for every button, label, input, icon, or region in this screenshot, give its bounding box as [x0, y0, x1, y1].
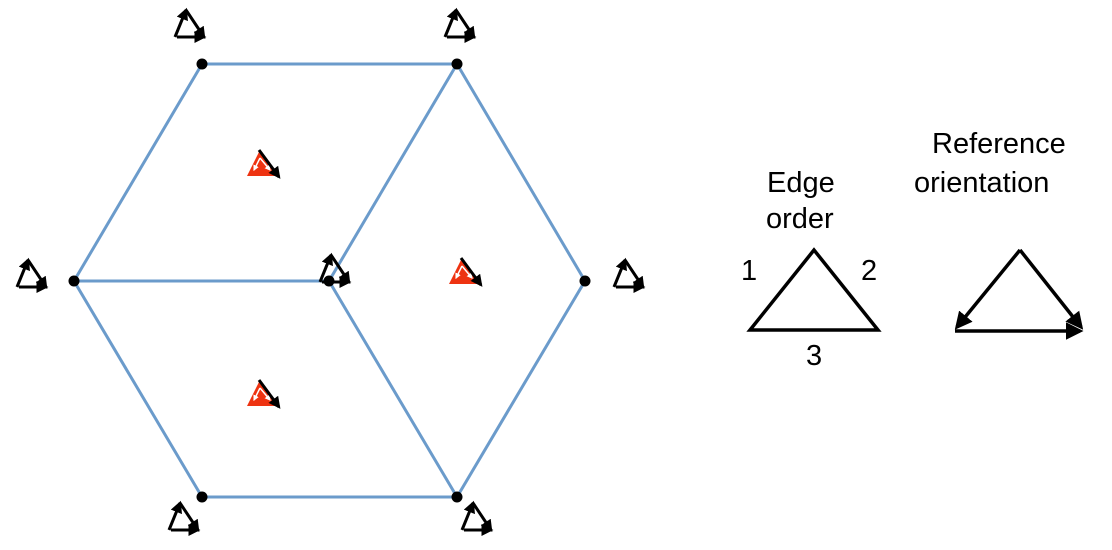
- reference-arrow-left: [954, 248, 1022, 330]
- icon-arrow: [443, 7, 458, 38]
- icon-arrow: [15, 257, 30, 288]
- vertex-orientation-icons: [15, 7, 646, 536]
- icon-arrow: [257, 379, 281, 409]
- edge-upper-right: [455, 63, 587, 282]
- orientation-icon: [173, 7, 207, 43]
- edge-inner-bottom: [327, 280, 459, 498]
- edge-label-3: 3: [806, 340, 822, 372]
- edge-inner-top: [327, 63, 459, 282]
- edge-upper-left: [72, 63, 204, 282]
- edge-order-triangle: [746, 247, 882, 332]
- orientation-icon: [318, 252, 352, 288]
- icon-arrow: [459, 257, 483, 287]
- orientation-icon: [460, 500, 494, 536]
- vertex: [451, 58, 463, 70]
- edge-lower-right: [455, 280, 587, 498]
- edge-order-title-line2: order: [766, 203, 834, 235]
- icon-arrow: [612, 257, 627, 288]
- icon-arrow: [184, 9, 206, 39]
- orientation-icon: [15, 257, 49, 293]
- vertex: [579, 275, 591, 287]
- reference-title-line2: orientation: [914, 167, 1049, 199]
- icon-arrow: [253, 387, 261, 402]
- face-orientation-icons: [247, 149, 483, 409]
- vertex: [451, 491, 463, 503]
- icon-arrow: [178, 502, 200, 532]
- icon-arrow: [259, 157, 271, 171]
- icon-arrow: [26, 259, 48, 289]
- orientation-icon: [443, 7, 477, 43]
- face-orientation-icon: [247, 149, 281, 179]
- icon-arrow: [329, 254, 351, 284]
- reference-orientation-legend: Reference orientation: [914, 128, 1084, 340]
- icon-arrow: [454, 9, 476, 39]
- icon-arrow: [460, 500, 475, 531]
- edge-order-title-line1: Edge: [767, 167, 835, 199]
- icon-arrow: [455, 265, 463, 280]
- vertex: [196, 491, 208, 503]
- icon-arrow: [623, 259, 645, 289]
- orientation-icon: [612, 257, 646, 293]
- vertex: [196, 58, 208, 70]
- icon-arrow: [471, 502, 493, 532]
- hexagon-edges: [72, 62, 587, 499]
- edge-label-2: 2: [861, 255, 877, 287]
- icon-arrow: [461, 265, 473, 279]
- edge-lower-left: [72, 280, 204, 498]
- vertex: [68, 275, 80, 287]
- reference-arrow-right: [1018, 248, 1084, 330]
- icon-arrow: [318, 252, 333, 283]
- vertices: [68, 58, 591, 503]
- edge-order-legend: Edge order 1 2 3: [741, 167, 882, 372]
- icon-arrow: [259, 387, 271, 401]
- face-orientation-icon: [247, 379, 281, 409]
- icon-arrow: [253, 157, 261, 172]
- icon-arrow: [257, 149, 281, 179]
- icon-arrow: [173, 7, 188, 38]
- edge-label-1: 1: [741, 255, 757, 287]
- orientation-icon: [167, 500, 201, 536]
- face-orientation-icon: [449, 257, 483, 287]
- reference-title-line1: Reference: [932, 128, 1066, 160]
- icon-arrow: [167, 500, 182, 531]
